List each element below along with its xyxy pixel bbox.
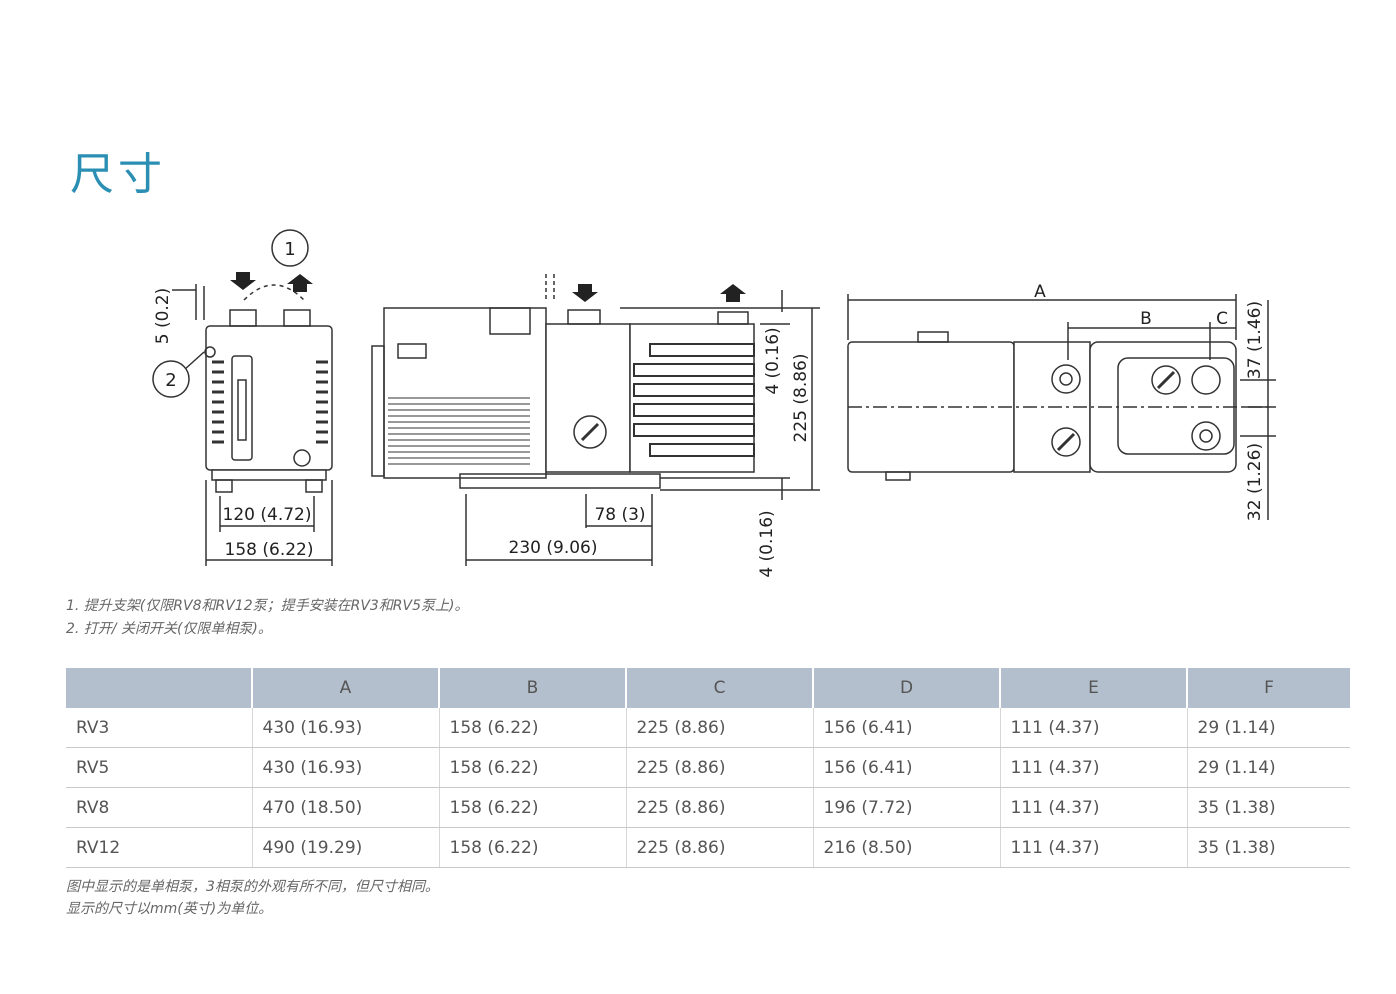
table-cell: 29 (1.14) bbox=[1187, 747, 1350, 788]
row-label: RV3 bbox=[66, 708, 253, 748]
header-cell: C bbox=[626, 668, 814, 708]
header-cell bbox=[66, 668, 253, 708]
callout-2: 2 bbox=[152, 360, 190, 398]
row-label: RV12 bbox=[66, 827, 253, 868]
table-cell: 490 (19.29) bbox=[252, 827, 440, 868]
table-cell: 111 (4.37) bbox=[1000, 708, 1188, 748]
dim-plan-c: C bbox=[1216, 309, 1228, 329]
page-title: 尺寸 bbox=[70, 149, 166, 200]
dim-side-small: 5 (0.2) bbox=[153, 288, 173, 345]
table-cell: 225 (8.86) bbox=[626, 787, 814, 828]
footnote-line-1: 图中显示的是单相泵，3相泵的外观有所不同，但尺寸相同。 bbox=[66, 879, 439, 895]
dim-plan-b: B bbox=[1140, 309, 1152, 329]
dim-height-top: 4 (0.16) bbox=[763, 327, 783, 394]
dim-plan-37: 37 (1.46) bbox=[1245, 301, 1265, 379]
header-cell: A bbox=[252, 668, 440, 708]
footnote: 图中显示的是单相泵，3相泵的外观有所不同，但尺寸相同。 显示的尺寸以mm(英寸)… bbox=[66, 876, 439, 920]
dim-plan-32: 32 (1.26) bbox=[1245, 443, 1265, 521]
side-view bbox=[172, 272, 333, 566]
table-cell: 196 (7.72) bbox=[813, 787, 1001, 828]
table-cell: 225 (8.86) bbox=[626, 708, 814, 748]
dim-width-inner: 120 (4.72) bbox=[223, 505, 312, 525]
table-cell: 156 (6.41) bbox=[813, 747, 1001, 788]
table-cell: 111 (4.37) bbox=[1000, 747, 1188, 788]
table-row: RV5 430 (16.93) 158 (6.22) 225 (8.86) 15… bbox=[66, 747, 1350, 788]
header-cell: D bbox=[813, 668, 1001, 708]
table-cell: 470 (18.50) bbox=[252, 787, 440, 828]
dimension-table: A B C D E F RV3 430 (16.93) 158 (6.22) 2… bbox=[66, 668, 1350, 868]
dim-front-230: 230 (9.06) bbox=[509, 538, 598, 558]
plan-view bbox=[847, 294, 1276, 520]
dim-front-78: 78 (3) bbox=[594, 505, 645, 525]
dim-height-bottom: 4 (0.16) bbox=[757, 510, 777, 577]
dim-plan-a: A bbox=[1034, 282, 1046, 302]
table-cell: 158 (6.22) bbox=[439, 787, 627, 828]
header-cell: E bbox=[1000, 668, 1188, 708]
table-row: RV12 490 (19.29) 158 (6.22) 225 (8.86) 2… bbox=[66, 827, 1350, 868]
table-header-row: A B C D E F bbox=[66, 668, 1350, 708]
note-2: 2. 打开/ 关闭开关(仅限单相泵)。 bbox=[66, 621, 272, 637]
table-cell: 158 (6.22) bbox=[439, 827, 627, 868]
table-cell: 216 (8.50) bbox=[813, 827, 1001, 868]
footnote-line-2: 显示的尺寸以mm(英寸)为单位。 bbox=[66, 901, 273, 917]
header-cell: B bbox=[439, 668, 627, 708]
callout-2-label: 2 bbox=[165, 370, 176, 391]
table-cell: 225 (8.86) bbox=[626, 747, 814, 788]
dim-height-total: 225 (8.86) bbox=[791, 354, 811, 443]
table-cell: 158 (6.22) bbox=[439, 747, 627, 788]
header-cell: F bbox=[1187, 668, 1350, 708]
table-cell: 35 (1.38) bbox=[1187, 787, 1350, 828]
table-cell: 29 (1.14) bbox=[1187, 708, 1350, 748]
callout-1: 1 bbox=[271, 229, 309, 267]
table-cell: 111 (4.37) bbox=[1000, 787, 1188, 828]
dim-width-outer: 158 (6.22) bbox=[225, 540, 314, 560]
table-row: RV8 470 (18.50) 158 (6.22) 225 (8.86) 19… bbox=[66, 787, 1350, 828]
callout-1-label: 1 bbox=[284, 239, 295, 260]
table-cell: 158 (6.22) bbox=[439, 708, 627, 748]
table-cell: 225 (8.86) bbox=[626, 827, 814, 868]
note-1: 1. 提升支架(仅限RV8和RV12泵；提手安装在RV3和RV5泵上)。 bbox=[66, 598, 469, 614]
row-label: RV5 bbox=[66, 747, 253, 788]
table-cell: 430 (16.93) bbox=[252, 747, 440, 788]
table-row: RV3 430 (16.93) 158 (6.22) 225 (8.86) 15… bbox=[66, 708, 1350, 748]
dimension-drawing: 1 2 5 (0.2) 120 (4.72) 158 (6.22) 78 (3)… bbox=[152, 229, 1276, 578]
table-cell: 156 (6.41) bbox=[813, 708, 1001, 748]
row-label: RV8 bbox=[66, 787, 253, 828]
front-view bbox=[371, 274, 820, 566]
table-cell: 111 (4.37) bbox=[1000, 827, 1188, 868]
table-cell: 430 (16.93) bbox=[252, 708, 440, 748]
table-cell: 35 (1.38) bbox=[1187, 827, 1350, 868]
